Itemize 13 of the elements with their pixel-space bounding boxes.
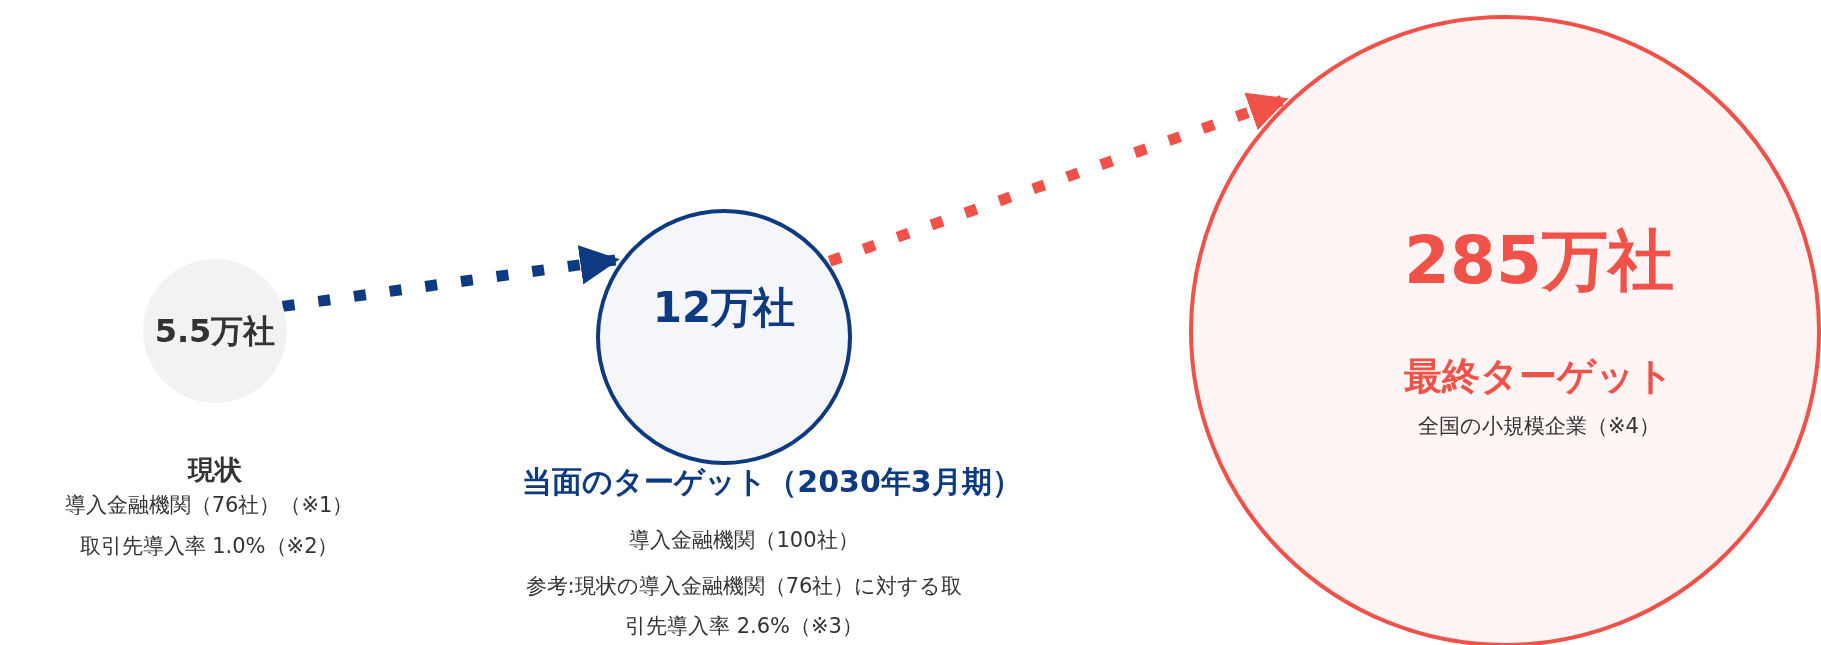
value-label: 5.5万社 [154, 311, 276, 351]
arrow [281, 245, 621, 312]
description: 全国の小規模企業（※4） [1418, 412, 1660, 440]
value-label: 285万社 [1404, 220, 1674, 301]
description: 取引先導入率 1.0%（※2） [79, 532, 339, 560]
description: 参考:現状の導入金融機関（76社）に対する取引先導入率 2.6%（※3） [524, 573, 964, 640]
heading: 現状 [188, 453, 242, 487]
description: 導入金融機関（76社）（※1） [64, 491, 354, 519]
value-label: 12万社 [652, 281, 796, 334]
description: 導入金融機関（100社） [629, 526, 859, 554]
arrow [827, 92, 1291, 267]
heading: 当面のターゲット（2030年3月期） [522, 463, 1022, 501]
heading: 最終ターゲット [1404, 353, 1674, 401]
